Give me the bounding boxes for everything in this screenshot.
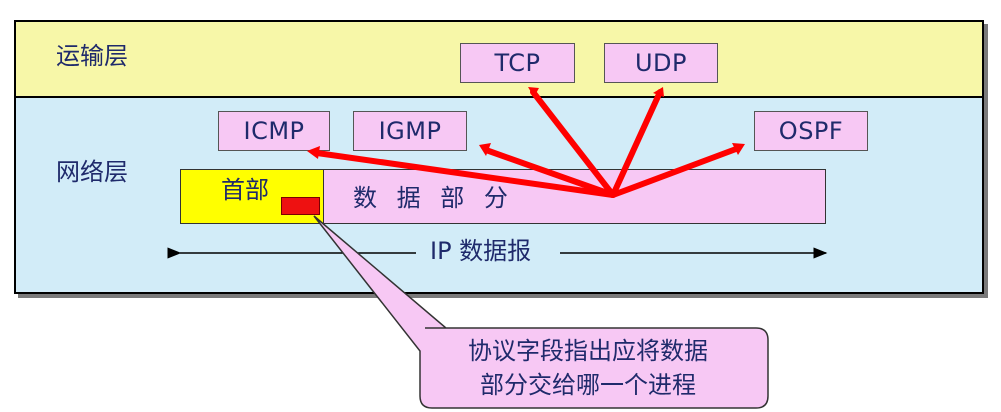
- callout-line-1: 协议字段指出应将数据: [468, 337, 708, 365]
- network-layer-label: 网络层: [56, 158, 128, 186]
- udp-box: UDP: [604, 43, 718, 83]
- header-label: 首部: [221, 176, 269, 204]
- ospf-box: OSPF: [754, 111, 868, 151]
- payload-label: 数 据 部 分: [353, 184, 514, 212]
- igmp-box: IGMP: [353, 111, 467, 151]
- datagram-header-cell: 首部: [181, 170, 324, 223]
- tcp-box: TCP: [460, 43, 575, 83]
- protocol-field-marker: [281, 197, 320, 215]
- callout-line-2: 部分交给哪一个进程: [480, 371, 696, 399]
- transport-layer-label: 运输层: [56, 42, 128, 70]
- ip-datagram-box: 首部 数 据 部 分: [180, 169, 826, 224]
- icmp-box: ICMP: [218, 111, 330, 151]
- callout-text: 协议字段指出应将数据 部分交给哪一个进程: [420, 334, 756, 402]
- ip-datagram-label: IP 数据报: [420, 239, 542, 263]
